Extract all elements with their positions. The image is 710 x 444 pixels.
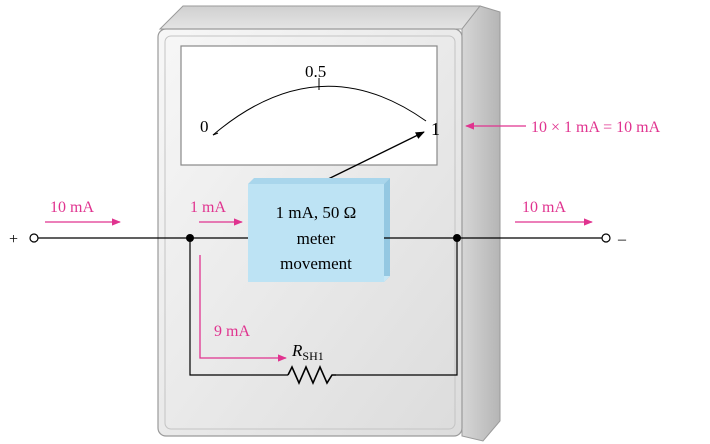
wire-shunt-left (189, 238, 288, 376)
input-current-label: 10 mA (50, 199, 94, 216)
shunt-resistor-zigzag (287, 365, 336, 385)
meter-movement-box (248, 178, 390, 282)
movement-label-line3: movement (280, 254, 352, 273)
scale-label-min: 0 (200, 117, 209, 136)
meter-needle (317, 131, 425, 185)
wire-shunt-right (336, 238, 458, 376)
shunt-current-label: 9 mA (214, 323, 250, 340)
plus-terminal-label: + (9, 231, 18, 248)
scale-label-max: 1 (431, 119, 440, 139)
current-annotations: 10 mA 1 mA 10 mA 9 mA 10 × 1 mA = 10 mA (45, 119, 661, 362)
terminal-minus (601, 233, 611, 243)
shunt-current-arrow (199, 255, 287, 362)
scale-tick-min (212, 132, 219, 136)
junction-left (186, 234, 194, 242)
minus-terminal-label: – (617, 231, 627, 248)
output-current-label: 10 mA (522, 199, 566, 216)
shunt-label-sub: SH1 (302, 349, 323, 363)
circuit-wires (38, 237, 602, 385)
movement-label-line1: 1 mA, 50 Ω (276, 203, 357, 222)
shunt-label-main: R (291, 341, 303, 360)
shunt-label: RSH1 (291, 341, 324, 363)
meter-current-label: 1 mA (190, 199, 226, 216)
junction-right (453, 234, 461, 242)
terminal-plus (29, 233, 39, 243)
scale-label-mid: 0.5 (305, 62, 326, 81)
full-scale-equation: 10 × 1 mA = 10 mA (531, 119, 661, 136)
meter-window (180, 45, 438, 166)
movement-label-line2: meter (297, 229, 336, 248)
